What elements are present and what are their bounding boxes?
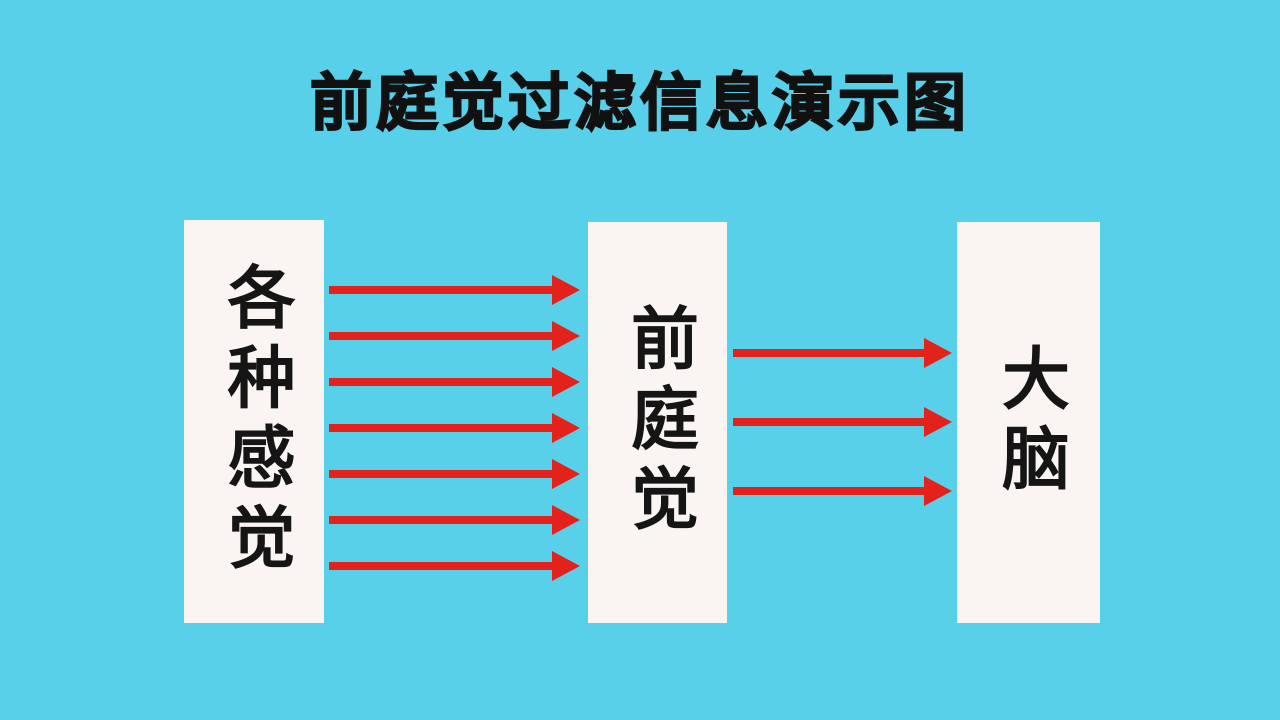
arrow-senses-to-vestibular	[329, 321, 580, 351]
node-brain-label: 大脑	[989, 342, 1069, 503]
arrow-senses-to-vestibular	[329, 459, 580, 489]
node-brain: 大脑	[957, 222, 1100, 623]
arrow-vestibular-to-brain	[733, 476, 952, 506]
arrow-senses-to-vestibular	[329, 505, 580, 535]
node-vestibular: 前庭觉	[588, 222, 727, 623]
diagram-title: 前庭觉过滤信息演示图	[309, 65, 970, 140]
arrow-vestibular-to-brain	[733, 407, 952, 437]
node-various-senses-label: 各种感觉	[215, 261, 294, 582]
arrow-senses-to-vestibular	[329, 367, 580, 397]
arrow-senses-to-vestibular	[329, 413, 580, 443]
arrow-senses-to-vestibular	[329, 275, 580, 305]
node-vestibular-label: 前庭觉	[618, 302, 698, 543]
node-various-senses: 各种感觉	[184, 220, 324, 623]
arrow-senses-to-vestibular	[329, 551, 580, 581]
arrow-vestibular-to-brain	[733, 338, 952, 368]
